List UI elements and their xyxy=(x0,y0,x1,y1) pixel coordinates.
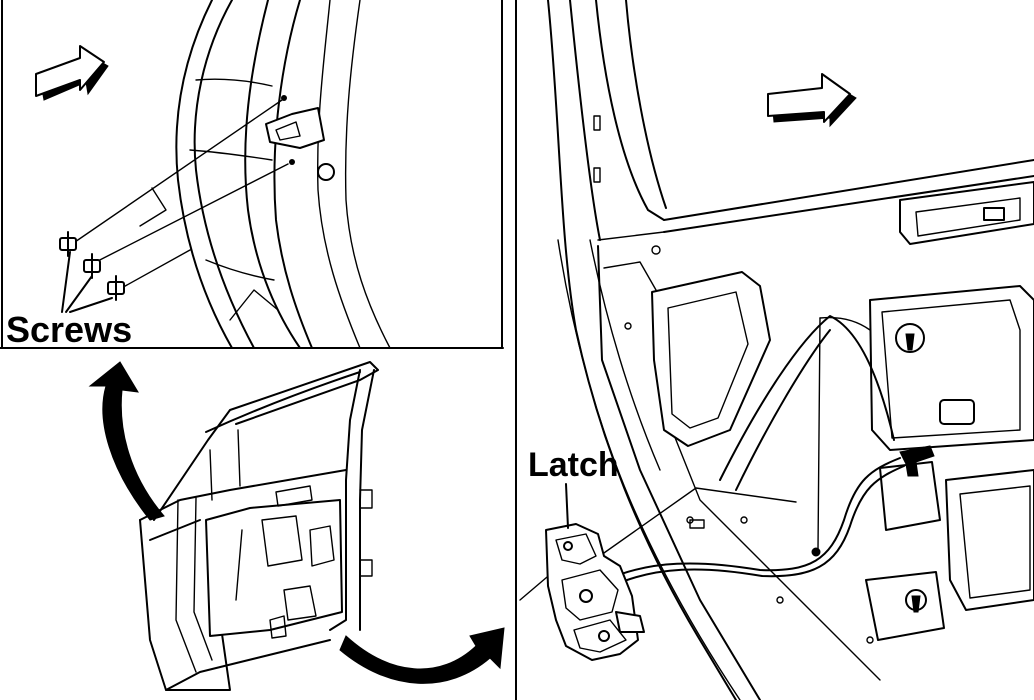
forward-arrow-icon xyxy=(35,45,109,101)
curved-arrow-icon xyxy=(88,361,165,521)
curved-arrow-icon xyxy=(339,627,505,684)
latch-detail: Latch xyxy=(519,0,1034,700)
door-overview xyxy=(88,361,505,691)
screws-label: Screws xyxy=(6,309,132,350)
screw-2 xyxy=(83,253,101,279)
screw-1 xyxy=(59,231,77,257)
screw-3 xyxy=(107,275,125,301)
latch-label: Latch xyxy=(528,446,619,484)
screws-inset: Screws xyxy=(6,0,391,350)
door-latch xyxy=(545,523,645,661)
forward-arrow-icon xyxy=(767,73,857,128)
panel-borders xyxy=(0,0,517,700)
